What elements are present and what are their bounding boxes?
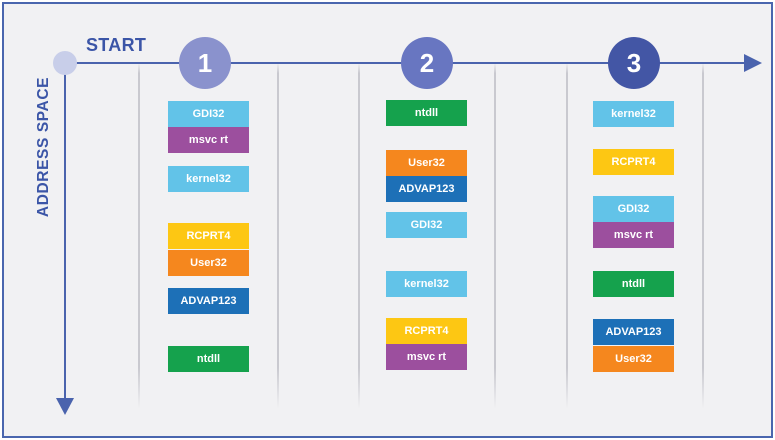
lane-separator-5 bbox=[566, 63, 568, 409]
dll-block-user32-col2: User32 bbox=[386, 150, 467, 176]
lane-separator-2 bbox=[277, 63, 279, 409]
timeline-step-circle-2: 2 bbox=[401, 37, 453, 89]
start-label: START bbox=[86, 35, 147, 55]
timeline-arrowhead-icon bbox=[744, 54, 762, 72]
lane-separator-6 bbox=[702, 63, 704, 409]
dll-block-msvc-rt-col3: msvc rt bbox=[593, 222, 674, 248]
lane-separator-1 bbox=[138, 63, 140, 409]
dll-block-advap123-col1: ADVAP123 bbox=[168, 288, 249, 314]
timeline-step-circle-1: 1 bbox=[179, 37, 231, 89]
address-space-arrowhead-icon bbox=[56, 398, 74, 415]
dll-block-msvc-rt-col1: msvc rt bbox=[168, 127, 249, 153]
address-space-axis-label: ADDRESS SPACE bbox=[35, 76, 52, 218]
dll-block-kernel32-col3: kernel32 bbox=[593, 101, 674, 127]
dll-block-user32-col1: User32 bbox=[168, 250, 249, 276]
dll-block-advap123-col2: ADVAP123 bbox=[386, 176, 467, 202]
lane-separator-4 bbox=[494, 63, 496, 409]
dll-block-kernel32-col2: kernel32 bbox=[386, 271, 467, 297]
dll-block-ntdll-col2: ntdll bbox=[386, 100, 467, 126]
dll-block-ntdll-col3: ntdll bbox=[593, 271, 674, 297]
dll-block-advap123-col3: ADVAP123 bbox=[593, 319, 674, 345]
lane-separator-3 bbox=[358, 63, 360, 409]
dll-block-msvc-rt-col2: msvc rt bbox=[386, 344, 467, 370]
dll-block-gdi32-col2: GDI32 bbox=[386, 212, 467, 238]
origin-dot bbox=[53, 51, 77, 75]
dll-block-ntdll-col1: ntdll bbox=[168, 346, 249, 372]
dll-block-rcprt4-col3: RCPRT4 bbox=[593, 149, 674, 175]
dll-block-user32-col3: User32 bbox=[593, 346, 674, 372]
dll-block-kernel32-col1: kernel32 bbox=[168, 166, 249, 192]
timeline-step-circle-3: 3 bbox=[608, 37, 660, 89]
dll-block-gdi32-col1: GDI32 bbox=[168, 101, 249, 127]
address-space-axis-line bbox=[63, 63, 67, 400]
dll-block-rcprt4-col2: RCPRT4 bbox=[386, 318, 467, 344]
dll-block-rcprt4-col1: RCPRT4 bbox=[168, 223, 249, 249]
dll-block-gdi32-col3: GDI32 bbox=[593, 196, 674, 222]
